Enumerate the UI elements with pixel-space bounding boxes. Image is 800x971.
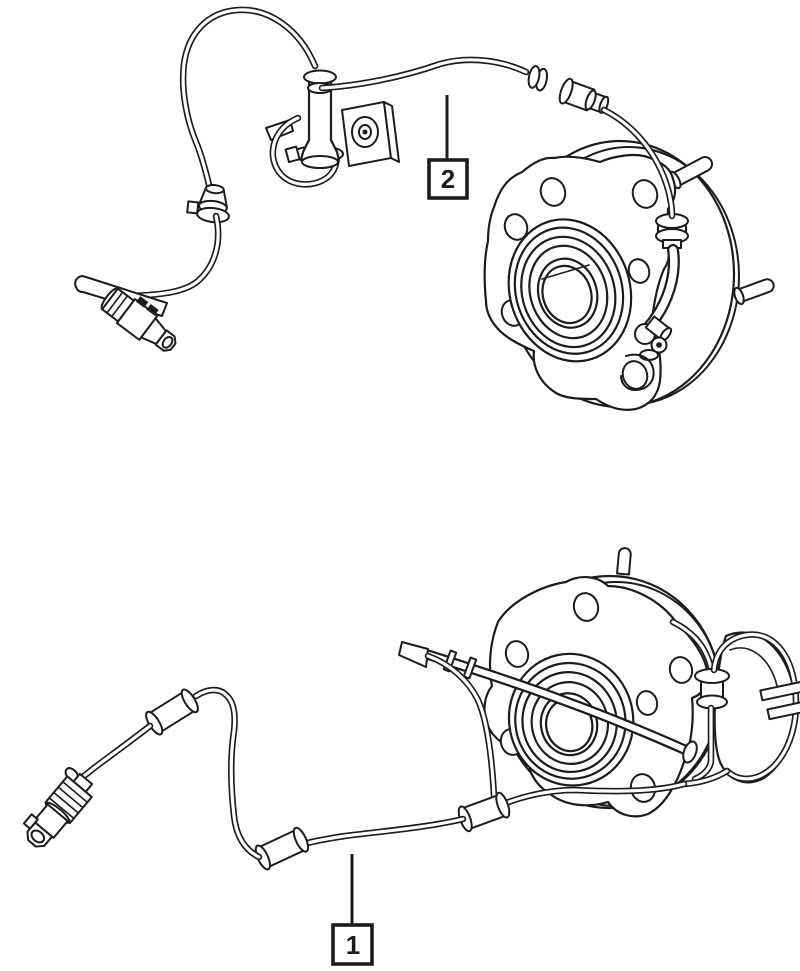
abs-harness-connector-rear xyxy=(22,772,94,848)
harness-cable-s-curve xyxy=(192,686,263,861)
harness-cable-to-connector xyxy=(76,722,154,783)
sweep-fill xyxy=(426,654,496,798)
cable-clip xyxy=(759,680,800,702)
harness-cable-to-connector-lower xyxy=(124,212,222,300)
cable-outline xyxy=(192,686,263,861)
connector-ribs xyxy=(48,780,89,820)
front-hub-abs-sensor-assembly: 2 xyxy=(74,6,775,411)
rear-wheel-speed-sensor-probe xyxy=(398,641,698,764)
harness-cable-to-hub xyxy=(318,56,530,92)
cable-barrel-grommet xyxy=(558,77,610,114)
cable-ring-collar xyxy=(527,65,549,92)
washer xyxy=(639,349,659,361)
probe-cable-sweep xyxy=(424,652,498,800)
loop-drop-fill xyxy=(693,706,713,781)
loop-join-fill xyxy=(682,769,729,786)
cable-fill xyxy=(194,688,261,859)
barrel-flange xyxy=(180,688,199,714)
dust-shield xyxy=(713,631,796,784)
connector-nub xyxy=(22,813,39,830)
connector-tip-face xyxy=(30,829,46,844)
cable-barrel-grommet xyxy=(457,791,511,833)
cable-fill xyxy=(126,214,220,298)
callout-2-label: 2 xyxy=(441,164,455,194)
rear-hub-bearing xyxy=(507,652,635,787)
sensor-head-bracket xyxy=(265,69,400,188)
probe-tip xyxy=(398,641,429,668)
cable-fill xyxy=(298,817,465,847)
harness-mount-grommet xyxy=(655,213,689,249)
stud-body xyxy=(616,547,632,576)
sensor-head-body xyxy=(299,76,341,162)
callout-2: 2 xyxy=(427,95,469,200)
sensor-head-foot xyxy=(301,155,339,169)
connector-tip-face xyxy=(161,335,174,349)
harness-cable-under-hub xyxy=(497,780,688,809)
callout-1-box xyxy=(331,923,374,966)
dust-shield-edge xyxy=(729,647,778,687)
stud-body xyxy=(735,278,775,304)
harness-cable-drop xyxy=(600,106,676,220)
rear-hub-abs-sensor-assembly: 1 xyxy=(22,547,800,966)
callout-1: 1 xyxy=(331,854,374,966)
sensor-head-top-flange xyxy=(303,69,337,85)
harness-cable-lower-run xyxy=(296,815,467,849)
connector-lock-tab xyxy=(136,296,149,308)
barrel-flange xyxy=(584,89,597,111)
connector-lock-tab xyxy=(146,303,159,316)
bolt-hole xyxy=(621,360,649,390)
bolt-hole xyxy=(668,656,694,684)
flange-bolt-holes xyxy=(500,177,659,390)
barrel-flange xyxy=(292,826,310,853)
harness-mount-grommet xyxy=(694,668,730,710)
probe-rib xyxy=(462,656,478,680)
wheel-stud xyxy=(616,547,632,576)
cable-outline xyxy=(124,212,222,300)
cable-fill xyxy=(602,108,674,218)
bolt-hole xyxy=(503,213,529,241)
harness-cable-to-connector xyxy=(179,6,319,197)
cable-fill xyxy=(499,782,686,807)
stud-base xyxy=(733,286,745,306)
sensor-stud xyxy=(644,315,673,342)
harness-cable-behind-hub xyxy=(669,618,716,676)
barrel-flange xyxy=(558,77,574,105)
barrel-flange xyxy=(495,791,511,819)
bolt-hole xyxy=(627,258,651,284)
cable-barrel-grommet xyxy=(254,826,310,871)
bolt-hole xyxy=(635,690,659,716)
callout-2-box xyxy=(427,158,469,200)
mount-clip xyxy=(284,145,301,164)
boss-center xyxy=(362,129,368,135)
abs-harness-connector-front xyxy=(100,287,177,352)
cable-fill xyxy=(78,724,152,781)
bolt-hole xyxy=(504,640,530,668)
stud-body xyxy=(670,156,713,188)
bearing-bore xyxy=(541,264,593,325)
cable-fill xyxy=(671,620,714,674)
bracket-plate-edge xyxy=(383,101,400,163)
flare-clip xyxy=(186,200,200,215)
cable-barrel-grommet xyxy=(145,688,199,736)
cable-flare-grommet xyxy=(186,184,230,224)
bolt-center xyxy=(656,342,662,348)
probe-clamp xyxy=(682,740,698,764)
bolt-hole xyxy=(631,179,659,209)
wheel-stud xyxy=(733,278,775,306)
bolt-hole xyxy=(572,592,600,622)
callout-1-label: 1 xyxy=(346,930,360,960)
cable-fill xyxy=(181,8,317,195)
cable-fill xyxy=(320,58,528,90)
bore-chamfer-line xyxy=(541,264,590,280)
front-wheel-speed-sensor xyxy=(620,315,673,392)
connector-ribs xyxy=(106,291,129,318)
collar-ring xyxy=(527,65,541,89)
bolt-hole xyxy=(539,177,567,207)
flare-top xyxy=(204,184,225,195)
bracket-hook xyxy=(620,353,655,392)
